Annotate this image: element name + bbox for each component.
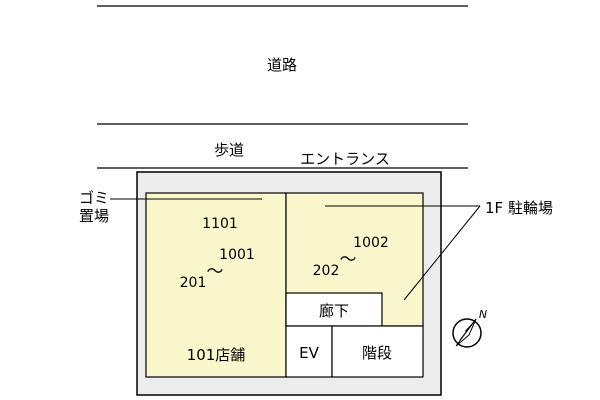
left-unit-range-start: 201 bbox=[180, 275, 207, 291]
elevator-room bbox=[285, 325, 333, 378]
garbage-label-line1: ゴミ bbox=[79, 189, 109, 207]
right-unit-range-end: 1002 bbox=[353, 235, 389, 251]
north-compass-icon bbox=[452, 318, 482, 348]
bicycle-leader-line-lower bbox=[403, 205, 481, 301]
garbage-label-line2: 置場 bbox=[79, 207, 109, 225]
compass-north-letter: N bbox=[479, 308, 487, 321]
road-label: 道路 bbox=[267, 56, 297, 74]
stairs-label: 階段 bbox=[362, 344, 392, 362]
bicycle-parking-label: 1F 駐輪場 bbox=[485, 199, 553, 217]
left-unit-shop-label: 101店舗 bbox=[187, 346, 246, 364]
left-unit-tilde: ～ bbox=[207, 262, 224, 282]
left-unit-range-end: 1001 bbox=[219, 247, 255, 263]
corridor-label: 廊下 bbox=[319, 302, 349, 320]
stairs-room bbox=[331, 325, 424, 378]
left-unit-top-number: 1101 bbox=[202, 216, 238, 232]
elevator-label: EV bbox=[299, 344, 319, 362]
sidewalk-label: 歩道 bbox=[214, 141, 244, 159]
corridor-room bbox=[285, 292, 383, 327]
right-unit-tilde: ～ bbox=[340, 250, 357, 270]
right-unit-range-start: 202 bbox=[313, 263, 340, 279]
entrance-label: エントランス bbox=[300, 150, 390, 168]
